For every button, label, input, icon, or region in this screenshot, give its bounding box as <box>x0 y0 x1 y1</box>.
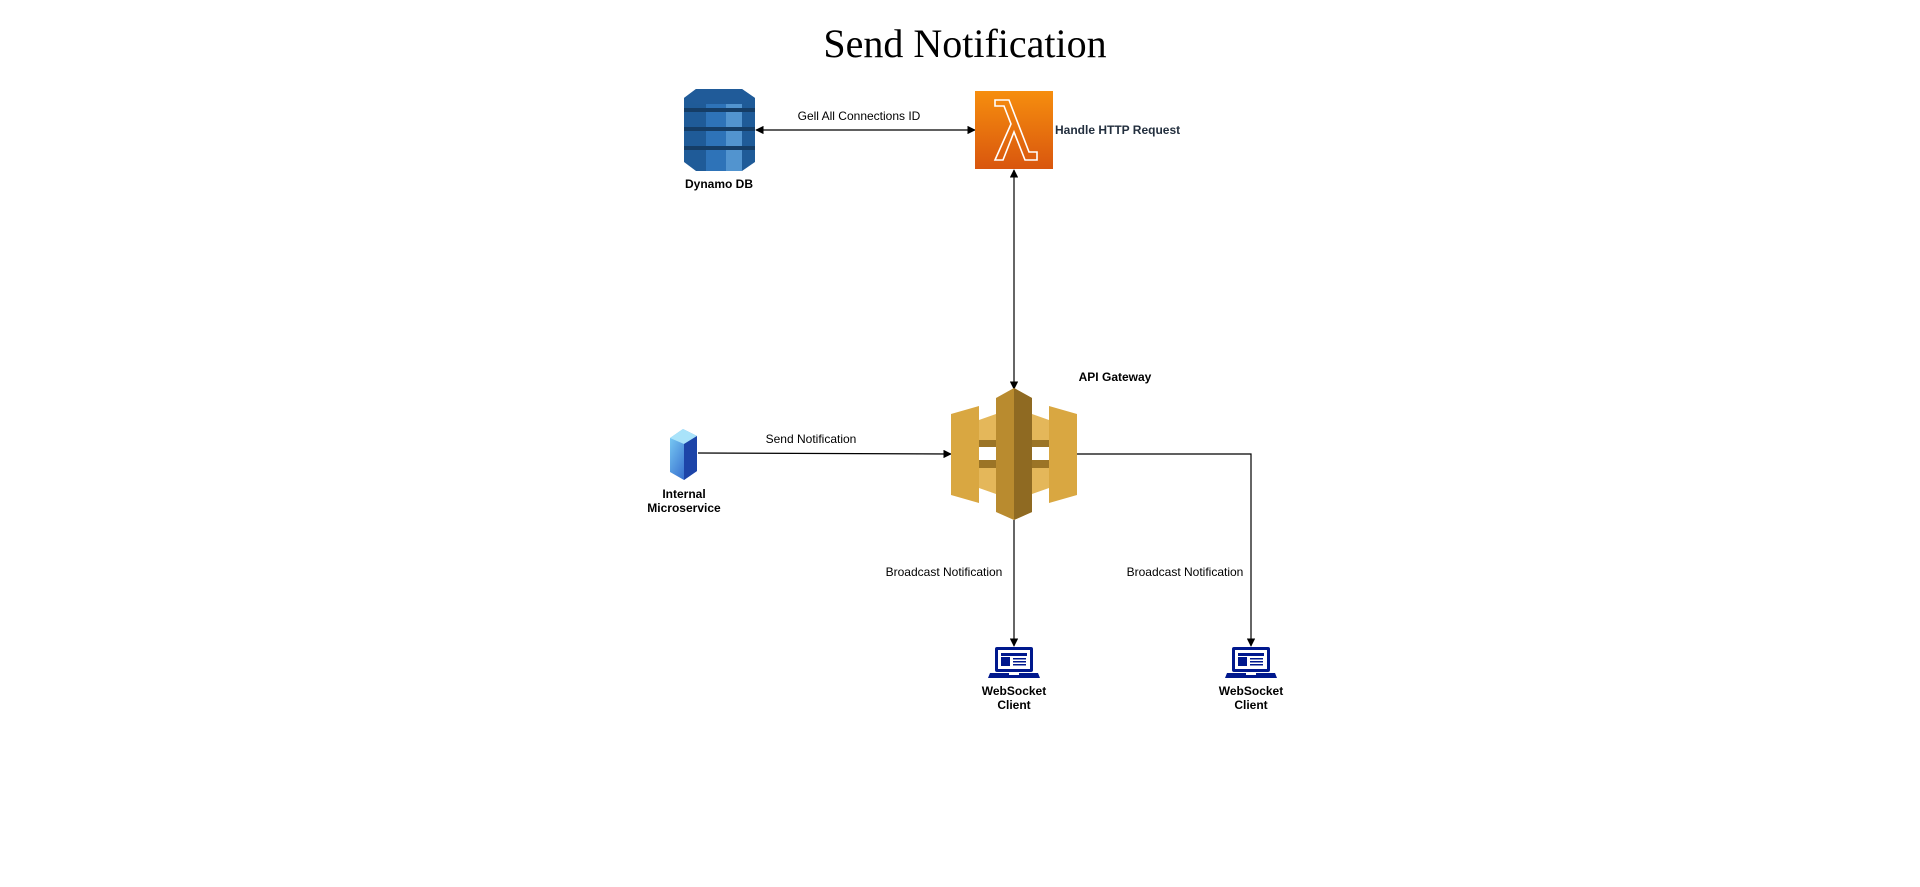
edge-api-gateway-client-2: Broadcast Notification <box>1076 453 1256 647</box>
edge-label-get-connections: Gell All Connections ID <box>798 109 921 123</box>
server-icon <box>670 429 697 480</box>
client-1-label-line1: WebSocket <box>982 684 1046 698</box>
node-api-gateway[interactable]: API Gateway <box>951 370 1152 520</box>
edge-api-gateway-client-1: Broadcast Notification <box>886 520 1019 647</box>
api-gateway-label: API Gateway <box>1079 370 1152 384</box>
client-2-label-line1: WebSocket <box>1219 684 1283 698</box>
client-2-label-line2: Client <box>1234 698 1267 712</box>
edge-microservice-api-gateway: Send Notification <box>697 432 952 459</box>
edge-label-send-notification: Send Notification <box>766 432 857 446</box>
laptop-icon <box>988 647 1040 678</box>
node-lambda[interactable]: Handle HTTP Request <box>975 91 1180 169</box>
diagram-title: Send Notification <box>823 21 1106 66</box>
node-dynamodb[interactable]: Dynamo DB <box>684 89 755 191</box>
edge-label-broadcast-1: Broadcast Notification <box>886 565 1003 579</box>
laptop-icon <box>1225 647 1277 678</box>
edge-dynamodb-lambda: Gell All Connections ID <box>755 109 976 135</box>
dynamodb-icon <box>684 89 755 171</box>
node-websocket-client-1[interactable]: WebSocket Client <box>982 647 1046 712</box>
microservice-label-line1: Internal <box>662 487 705 501</box>
edge-label-broadcast-2: Broadcast Notification <box>1127 565 1244 579</box>
api-gateway-icon <box>951 388 1077 520</box>
microservice-label-line2: Microservice <box>647 501 721 515</box>
lambda-icon <box>975 91 1053 169</box>
lambda-label: Handle HTTP Request <box>1055 123 1180 137</box>
dynamodb-label: Dynamo DB <box>685 177 753 191</box>
node-websocket-client-2[interactable]: WebSocket Client <box>1219 647 1283 712</box>
node-microservice[interactable]: Internal Microservice <box>647 429 721 515</box>
client-1-label-line2: Client <box>997 698 1030 712</box>
